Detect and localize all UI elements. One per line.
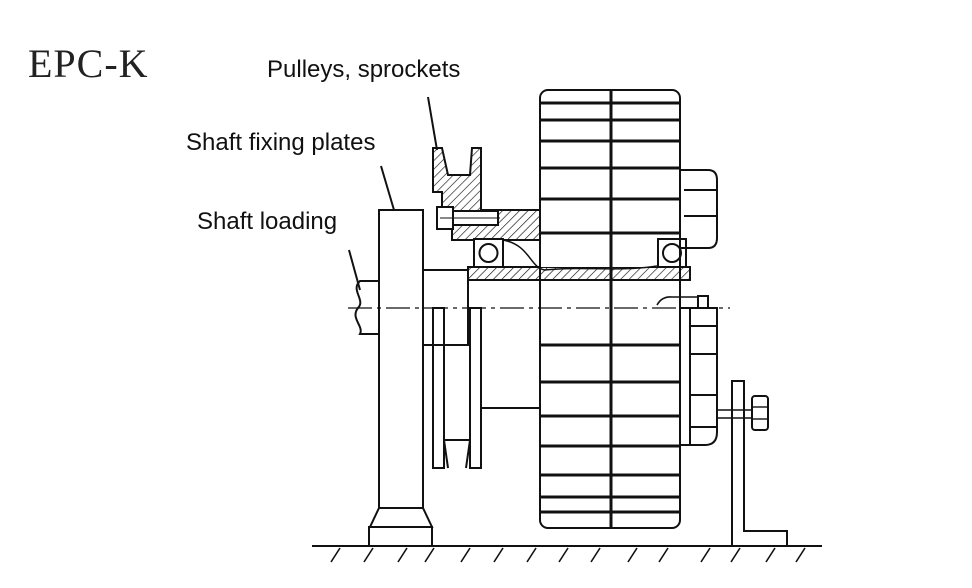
bearing-right	[657, 238, 687, 268]
label-shaft-fixing-plates: Shaft fixing plates	[186, 129, 376, 156]
bearing-left	[473, 238, 504, 268]
label-pulleys-sprockets: Pulleys, sprockets	[267, 56, 461, 83]
pulley	[432, 147, 541, 469]
clutch-body	[502, 89, 681, 529]
torque-arm-bracket	[717, 380, 788, 546]
model-title: EPC-K	[28, 41, 149, 86]
end-cap	[656, 169, 718, 446]
label-shaft-loading: Shaft loading	[197, 208, 338, 235]
ground	[312, 545, 822, 563]
shaft-fixing-plate	[368, 209, 434, 547]
bolt-hex-icon	[751, 395, 769, 431]
